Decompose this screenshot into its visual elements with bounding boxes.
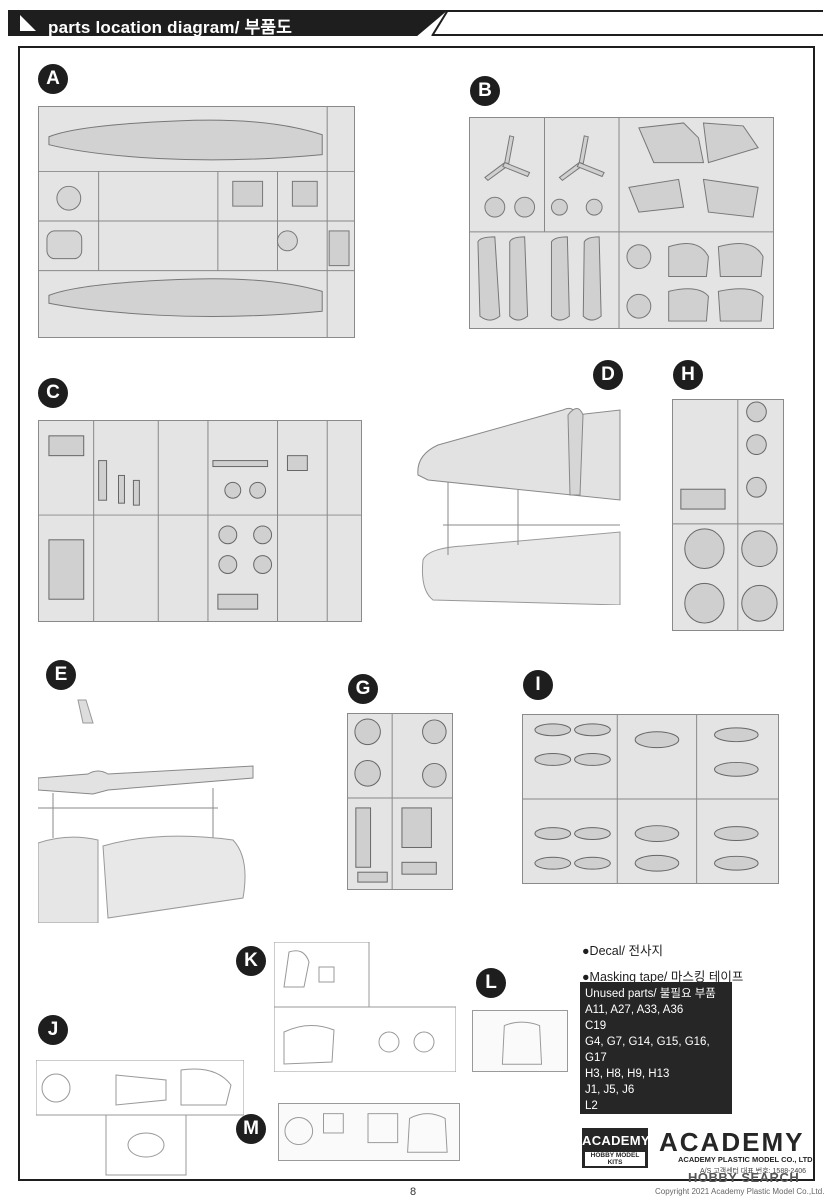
watermark: HOBBY SEARCH (688, 1170, 800, 1185)
unused-line: A11, A27, A33, A36 (585, 1004, 684, 1016)
sprue-l (472, 1010, 568, 1072)
academy-brand-logo: ACADEMY (659, 1127, 805, 1157)
unused-parts-box: Unused parts/ 불필요 부품 A11, A27, A33, A36 … (580, 982, 732, 1128)
academy-logo-box: ACADEMY HOBBY MODEL KITS (582, 1128, 650, 1168)
badge-l: L (476, 968, 506, 998)
unused-parts-title: Unused parts/ 불필요 부품 (585, 988, 716, 1000)
logo-box-subtitle: HOBBY MODEL KITS (585, 1152, 645, 1166)
masking-tape-note: ●Masking tape/ 마스킹 테이프 (582, 970, 744, 984)
sprue-g (347, 713, 453, 890)
badge-h: H (673, 360, 703, 390)
sprue-j (36, 1060, 244, 1180)
unused-line: J1, J5, J6 (585, 1084, 635, 1096)
sprue-b (469, 117, 774, 329)
unused-line: M2, M4, M6 (585, 1116, 646, 1128)
header-rule-bottom (432, 34, 823, 36)
company-name: ACADEMY PLASTIC MODEL CO., LTD. (678, 1155, 815, 1164)
service-number: A/S 고객센터 대표 번호: 1588-2406 (700, 1168, 807, 1175)
copyright: Copyright 2021 Academy Plastic Model Co.… (655, 1187, 825, 1196)
triangle-icon (20, 15, 36, 31)
badge-i: I (523, 670, 553, 700)
diagram-frame (18, 46, 815, 1181)
header-tab (8, 10, 448, 36)
unused-line: G4, G7, G14, G15, G16, G17 (585, 1036, 710, 1064)
header-rule-top (448, 10, 823, 12)
sprue-d (408, 400, 624, 605)
decal-note: ●Decal/ 전사지 (582, 944, 663, 958)
notes: ●Decal/ 전사지 ●Masking tape/ 마스킹 테이프 (582, 940, 802, 992)
sprue-c (38, 420, 362, 622)
page-number: 8 (410, 1186, 417, 1198)
badge-j: J (38, 1015, 68, 1045)
badge-b: B (470, 76, 500, 106)
unused-line: C19 (585, 1020, 607, 1032)
sprue-e (38, 698, 258, 923)
sprue-h (672, 399, 784, 631)
badge-g: G (348, 674, 378, 704)
page-title: parts location diagram/ 부품도 (48, 18, 293, 37)
header-slant (431, 10, 449, 36)
badge-k: K (236, 946, 266, 976)
logo-box-title: ACADEMY (582, 1133, 650, 1148)
badge-e: E (46, 660, 76, 690)
badge-c: C (38, 378, 68, 408)
badge-m: M (236, 1114, 266, 1144)
unused-line: H3, H8, H9, H13 (585, 1068, 670, 1080)
sprue-k (274, 942, 456, 1072)
sprue-m (278, 1103, 460, 1161)
unused-line: L2 (585, 1100, 598, 1112)
sprue-a (38, 106, 355, 338)
sprue-i (522, 714, 779, 884)
badge-a: A (38, 64, 68, 94)
badge-d: D (593, 360, 623, 390)
